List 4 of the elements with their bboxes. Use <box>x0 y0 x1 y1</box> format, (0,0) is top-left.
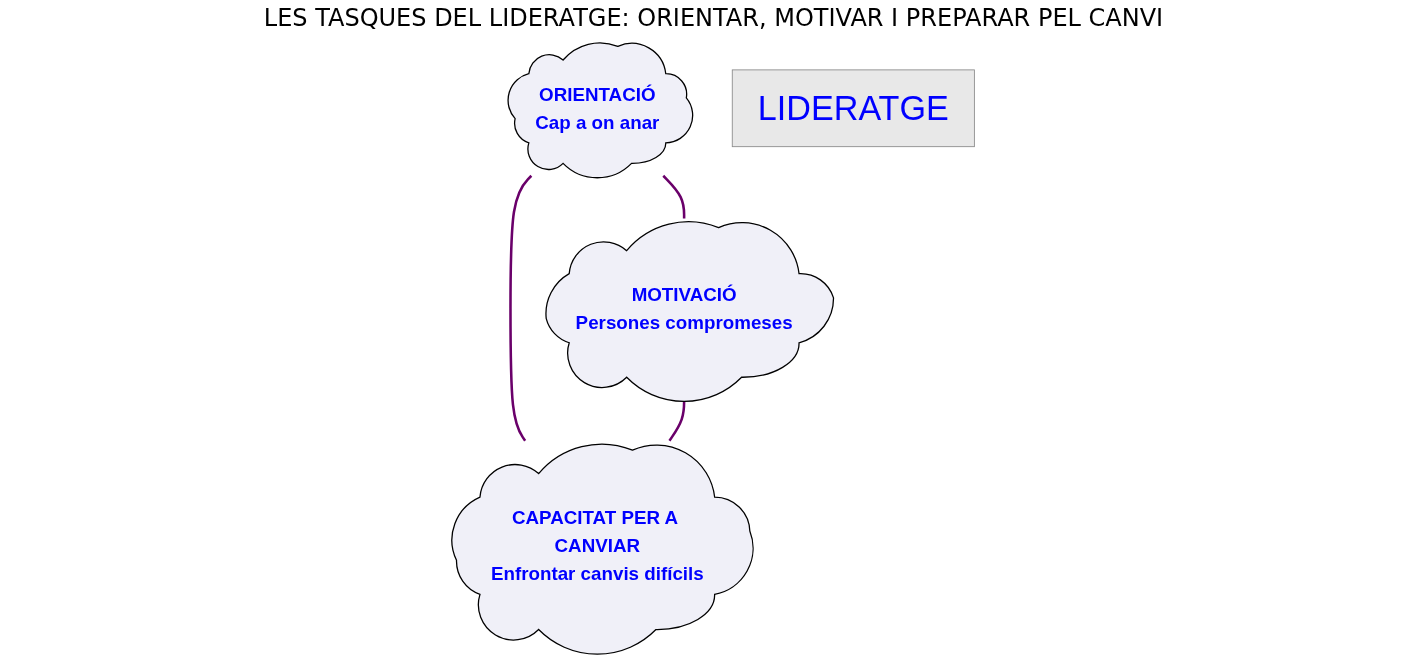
connector <box>662 174 686 219</box>
diagram-title: LES TASQUES DEL LIDERATGE: ORIENTAR, MOTIVAR I PREPARAR PEL CANVI <box>262 4 1165 32</box>
node-box: LIDERATGE <box>732 69 976 148</box>
connector <box>509 174 533 442</box>
